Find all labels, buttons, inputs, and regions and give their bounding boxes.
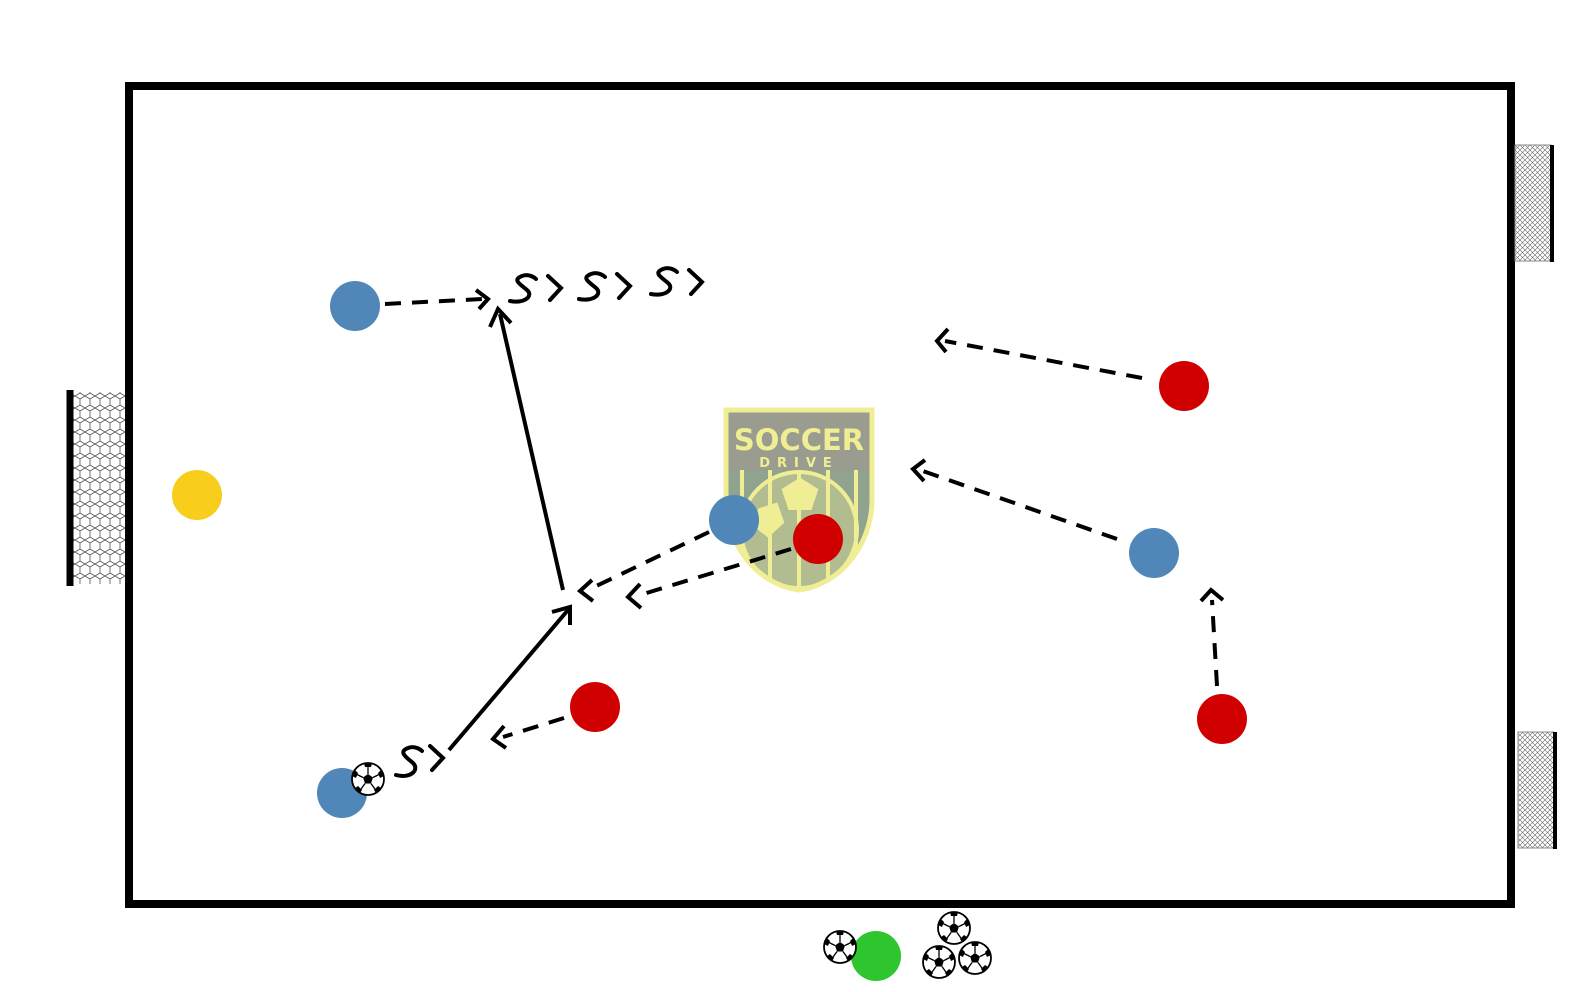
run-line bbox=[944, 339, 1143, 380]
dribble-line bbox=[577, 271, 607, 302]
arrow-head-icon bbox=[488, 305, 513, 328]
goal-net-icon bbox=[1517, 731, 1557, 849]
arrow-head-icon bbox=[934, 327, 950, 354]
arrow-head-icon bbox=[474, 288, 491, 311]
dribble-line bbox=[508, 273, 538, 304]
logo-title: SOCCER bbox=[734, 423, 864, 457]
dribble-line bbox=[649, 266, 679, 297]
red-player bbox=[793, 514, 843, 564]
red-player bbox=[1197, 694, 1247, 744]
run-line bbox=[589, 530, 710, 591]
run-line bbox=[919, 468, 1118, 541]
blue-player bbox=[330, 281, 380, 331]
coach bbox=[851, 931, 901, 981]
soccer-ball-icon bbox=[958, 941, 992, 975]
players bbox=[172, 281, 1247, 981]
blue-player bbox=[709, 495, 759, 545]
red-player bbox=[570, 682, 620, 732]
arrow-head-icon bbox=[625, 582, 643, 610]
soccer-ball-icon bbox=[823, 930, 857, 964]
arrow-head-icon bbox=[576, 578, 595, 603]
blue-player bbox=[1129, 528, 1179, 578]
soccer-ball-icon bbox=[922, 945, 956, 979]
pass-line bbox=[447, 608, 570, 752]
arrow-head-icon bbox=[910, 458, 927, 483]
red-player bbox=[1159, 361, 1209, 411]
goalkeeper bbox=[172, 470, 222, 520]
logo-subtitle: DRIVE bbox=[759, 456, 839, 471]
arrow-head-icon bbox=[490, 724, 508, 750]
goal-net-icon bbox=[66, 390, 125, 586]
arrow-head-icon bbox=[615, 272, 633, 300]
soccer-ball-icon bbox=[937, 911, 971, 945]
soccer-ball-icon bbox=[351, 762, 385, 796]
run-line bbox=[1210, 599, 1219, 687]
pass-line bbox=[498, 313, 565, 591]
goal-net-icon bbox=[1514, 144, 1554, 262]
dribble-line bbox=[394, 745, 424, 778]
arrow-head-icon bbox=[546, 274, 564, 302]
arrow-head-icon bbox=[551, 604, 572, 625]
run-line bbox=[502, 716, 565, 739]
arrow-head-icon bbox=[687, 268, 705, 296]
arrow-head-icon bbox=[1199, 587, 1225, 603]
arrow-head-icon bbox=[428, 744, 446, 772]
